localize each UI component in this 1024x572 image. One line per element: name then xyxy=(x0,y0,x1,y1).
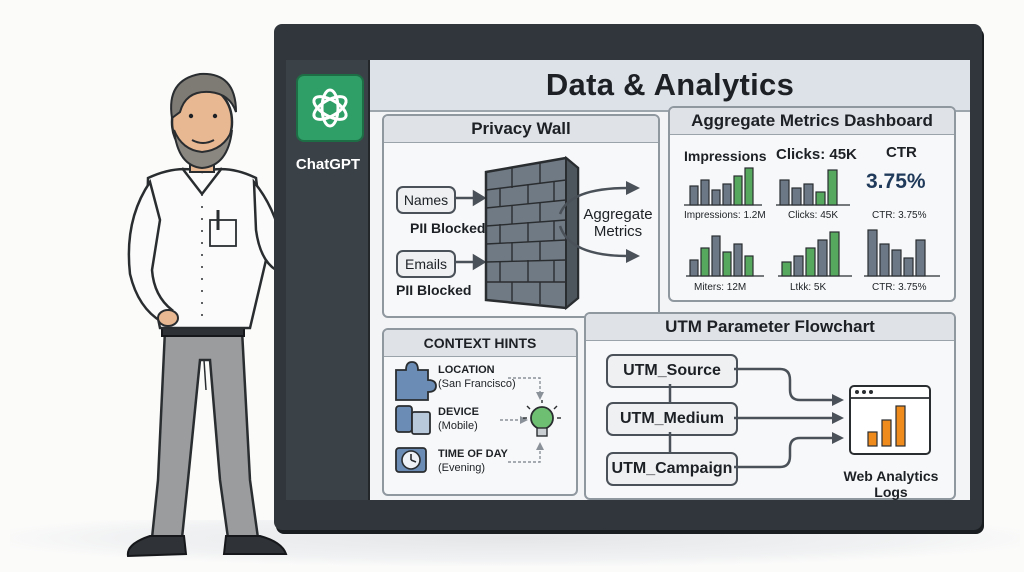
web-analytics-line2: Logs xyxy=(874,484,908,500)
impressions-mini-chart xyxy=(684,167,762,206)
ctr-header: CTR xyxy=(886,144,917,161)
utm-campaign-box[interactable]: UTM_Campaign xyxy=(606,452,738,486)
clock-icon xyxy=(395,447,427,473)
utm-flowchart-title: UTM Parameter Flowchart xyxy=(586,314,954,341)
miters-caption: Miters: 12M xyxy=(694,282,747,293)
brick-wall-icon xyxy=(484,155,580,311)
emails-arrow xyxy=(454,253,487,271)
time-of-day-detail: (Evening) xyxy=(438,462,486,474)
miters-mini-chart xyxy=(686,235,764,277)
location-detail: (San Francisco) xyxy=(438,378,516,390)
metrics-dashboard-title: Aggregate Metrics Dashboard xyxy=(670,108,954,135)
ctr-value: 3.75% xyxy=(866,170,926,193)
web-analytics-logs-label: Web Analytics Logs xyxy=(836,468,946,500)
device-label: DEVICE xyxy=(438,406,479,418)
names-input-box[interactable]: Names xyxy=(396,186,456,214)
clicks-header: Clicks: 45K xyxy=(776,146,857,163)
presenter-illustration xyxy=(126,72,354,558)
context-hints-title: CONTEXT HINTS xyxy=(384,330,576,357)
devices-icon xyxy=(395,405,431,435)
ltkk-caption: Ltkk: 5K xyxy=(790,282,827,293)
output-arrows xyxy=(558,186,629,258)
impressions-caption: Impressions: 1.2M xyxy=(684,210,766,221)
ctr-caption-2: CTR: 3.75% xyxy=(872,282,927,293)
ctr-mini-chart xyxy=(864,229,940,277)
bar-chart-window-icon xyxy=(849,385,931,455)
aggregate-line1: Aggregate xyxy=(583,206,653,223)
impressions-header: Impressions xyxy=(684,148,767,164)
aggregate-line2: Metrics xyxy=(593,223,643,240)
ctr-caption: CTR: 3.75% xyxy=(872,210,927,221)
names-arrow xyxy=(454,189,487,207)
utm-source-box[interactable]: UTM_Source xyxy=(606,354,738,388)
clicks-caption: Clicks: 45K xyxy=(788,210,839,221)
emails-status: PII Blocked xyxy=(396,282,472,298)
privacy-wall-title: Privacy Wall xyxy=(384,116,658,143)
lightbulb-icon xyxy=(523,400,561,437)
utm-connectors xyxy=(668,367,834,469)
emails-input-box[interactable]: Emails xyxy=(396,250,456,278)
logo-badge[interactable] xyxy=(296,74,364,142)
device-detail: (Mobile) xyxy=(438,420,478,432)
hint-arrows xyxy=(500,377,541,463)
clicks-mini-chart xyxy=(776,169,850,206)
ltkk-mini-chart xyxy=(778,231,852,277)
web-analytics-line1: Web Analytics xyxy=(843,468,939,484)
brand-name: ChatGPT xyxy=(295,156,361,173)
location-label: LOCATION xyxy=(438,364,495,376)
time-of-day-label: TIME OF DAY xyxy=(438,448,508,460)
names-status: PII Blocked xyxy=(410,220,486,236)
openai-knot-icon xyxy=(312,88,348,128)
aggregate-metrics-label: Aggregate Metrics xyxy=(580,206,656,240)
puzzle-icon xyxy=(395,361,437,401)
board-title: Data & Analytics xyxy=(545,67,795,102)
